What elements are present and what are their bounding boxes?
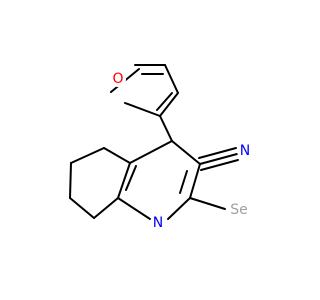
oxygen-atom-label: O xyxy=(112,71,123,87)
atom-ring-nitrogen: N xyxy=(150,215,166,231)
bond-line xyxy=(159,92,179,117)
atom-label-layer: O N N Se xyxy=(110,71,253,231)
bond-line xyxy=(125,165,137,191)
bond-line xyxy=(124,102,161,117)
bond-line xyxy=(103,147,131,164)
bond-line xyxy=(93,197,119,219)
bond-line xyxy=(69,197,95,219)
bond-line xyxy=(200,159,239,171)
bond-line xyxy=(129,140,173,164)
molecule-structure: O N N Se xyxy=(69,64,253,231)
bond-line xyxy=(69,162,72,199)
bond-line xyxy=(171,140,201,165)
bond-line xyxy=(156,92,173,111)
bond-line xyxy=(117,162,131,199)
bond-line xyxy=(117,197,151,220)
structure-canvas: O N N Se xyxy=(69,64,253,231)
bond-layer xyxy=(69,64,239,220)
bond-line xyxy=(189,163,201,199)
atom-oxygen: O xyxy=(110,71,126,87)
atom-selenium: Se xyxy=(227,201,251,219)
bond-line xyxy=(189,197,226,210)
bond-line xyxy=(167,197,191,220)
bond-line xyxy=(159,115,173,142)
bond-line xyxy=(199,153,238,165)
nitrile-nitrogen-atom-label: N xyxy=(240,143,250,159)
bond-line xyxy=(198,147,237,159)
bond-line xyxy=(179,170,188,194)
atom-nitrile-nitrogen: N xyxy=(237,143,253,159)
ring-nitrogen-atom-label: N xyxy=(153,215,163,231)
selenium-atom-label: Se xyxy=(230,202,248,218)
bond-line xyxy=(164,64,179,94)
bond-line xyxy=(70,147,105,164)
